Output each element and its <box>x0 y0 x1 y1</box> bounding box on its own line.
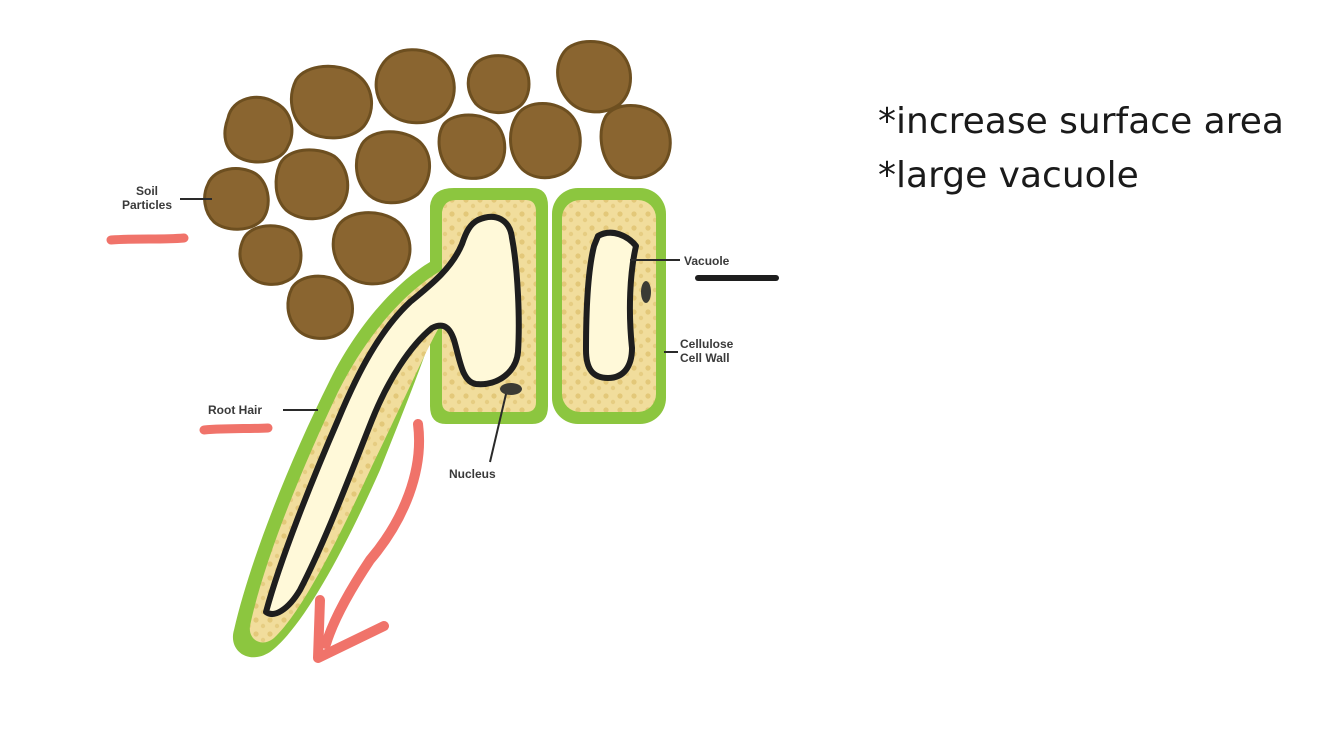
root-hair-label: Root Hair <box>208 403 262 417</box>
cellulose-cell-wall-label: Cellulose Cell Wall <box>680 337 733 365</box>
soil-particle <box>225 97 292 162</box>
soil-underline <box>111 238 184 240</box>
note-surface-area: *increase surface area <box>878 100 1284 144</box>
right-nucleus <box>641 281 651 303</box>
soil-particle <box>356 132 429 203</box>
vacuole-label: Vacuole <box>684 254 729 268</box>
soil-particle <box>276 150 348 219</box>
soil-particle <box>376 50 454 123</box>
soil-particle <box>291 66 371 138</box>
soil-particles-label: Soil Particles <box>114 184 180 212</box>
cellulose-label-line2: Cell Wall <box>680 351 733 365</box>
soil-particle <box>468 56 529 113</box>
cellulose-label-line1: Cellulose <box>680 337 733 351</box>
soil-particle <box>511 104 581 178</box>
soil-label-line1: Soil <box>114 184 180 198</box>
soil-particle <box>558 42 631 112</box>
root-hair-underline <box>204 428 268 430</box>
soil-particle <box>240 226 301 285</box>
soil-particle <box>439 115 505 178</box>
soil-particle <box>601 106 670 178</box>
soil-particle <box>288 276 353 338</box>
vacuole <box>586 233 636 378</box>
right-cell <box>552 188 666 424</box>
soil-particle <box>205 169 269 230</box>
nucleus-label: Nucleus <box>449 467 496 481</box>
soil-label-line2: Particles <box>114 198 180 212</box>
note-large-vacuole: *large vacuole <box>878 154 1139 198</box>
soil-particle <box>333 213 410 284</box>
nucleus-shape <box>500 383 522 395</box>
